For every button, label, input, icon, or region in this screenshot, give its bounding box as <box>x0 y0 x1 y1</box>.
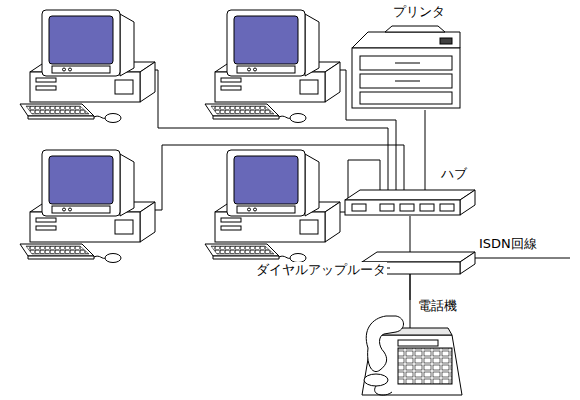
telephone-node: 電話機 <box>355 300 465 396</box>
cable-connector <box>425 110 426 190</box>
pc-icon <box>205 150 340 263</box>
device-label: プリンタ <box>392 4 446 20</box>
device-label: 電話機 <box>417 298 458 314</box>
printer-node: プリンタ <box>350 26 462 110</box>
cable-connector <box>410 274 411 300</box>
isdn-line <box>475 258 570 259</box>
router-node: ダイヤルアップルータ <box>255 252 475 274</box>
pc-icon <box>20 150 155 263</box>
cable-connector <box>410 216 411 252</box>
pc-icon <box>20 10 155 123</box>
hub-node: ハブ <box>345 190 475 216</box>
device-label: ダイヤルアップルータ <box>255 262 387 278</box>
telephone-icon <box>362 274 462 395</box>
line-label: ISDN回線 <box>478 236 538 252</box>
printer-icon <box>352 26 460 108</box>
hub-icon <box>345 190 475 215</box>
pc-icon <box>205 10 340 123</box>
device-label: ハブ <box>440 166 468 182</box>
